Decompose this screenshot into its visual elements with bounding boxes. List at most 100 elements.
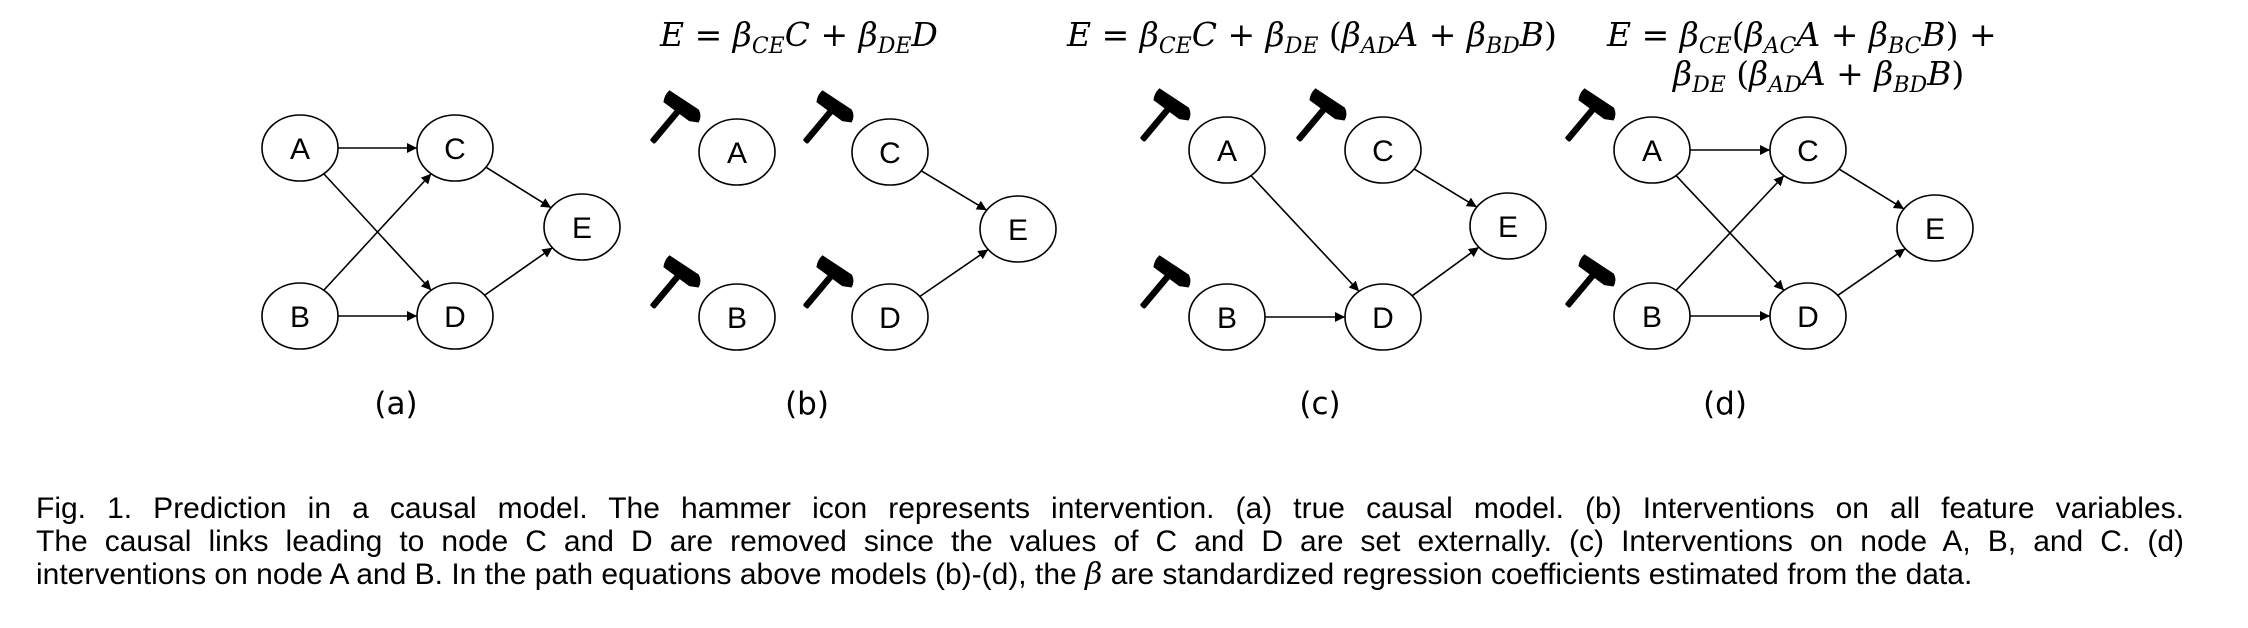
equation-term: β bbox=[1678, 15, 1699, 54]
equation-term: ) + bbox=[1946, 15, 1997, 54]
node-a: A bbox=[698, 118, 776, 186]
path-equation-line-1: E = βCE​C + βDE​D bbox=[659, 15, 938, 59]
equation-term: E bbox=[1066, 15, 1091, 54]
caption-line-3-end: are standardized regression coefficients… bbox=[1102, 558, 1973, 591]
node-e: E bbox=[1469, 192, 1547, 260]
equation-term: β bbox=[1264, 15, 1285, 54]
node-label: B bbox=[1642, 301, 1662, 334]
edge-c-to-e bbox=[1413, 168, 1478, 208]
node-e: E bbox=[543, 193, 621, 261]
equation-term: A bbox=[1391, 15, 1418, 54]
equation-term: β bbox=[1340, 15, 1361, 54]
node-a: A bbox=[261, 114, 339, 182]
node-d: D bbox=[416, 282, 494, 350]
equation-term: β bbox=[1872, 54, 1893, 93]
edge-c-to-e bbox=[485, 166, 552, 209]
node-b: B bbox=[1613, 282, 1691, 350]
node-label: E bbox=[1925, 213, 1945, 246]
node-label: B bbox=[290, 301, 310, 334]
node-circle bbox=[1769, 116, 1847, 184]
hammer-icon bbox=[1126, 252, 1195, 322]
path-equation-line-2: βDE​ (βAD​A + βBD​B) bbox=[1671, 54, 1964, 98]
node-label: D bbox=[444, 301, 466, 334]
node-circle bbox=[1613, 116, 1691, 184]
hammer-icon bbox=[789, 252, 858, 322]
panel-label: (d) bbox=[1703, 386, 1747, 422]
node-circle bbox=[1613, 282, 1691, 350]
node-label: C bbox=[1372, 135, 1394, 168]
node-a: A bbox=[1188, 116, 1266, 184]
caption-beta-symbol: β bbox=[1085, 557, 1103, 592]
equation-term: C bbox=[785, 15, 810, 54]
equation-term: = bbox=[1091, 15, 1140, 54]
node-circle bbox=[979, 195, 1057, 263]
node-label: C bbox=[1797, 135, 1819, 168]
node-label: A bbox=[1642, 135, 1662, 168]
equation-term: β bbox=[1867, 15, 1888, 54]
equation-term: D bbox=[910, 15, 937, 54]
equation-term: = bbox=[1631, 15, 1680, 54]
equation-subscript: AD bbox=[1766, 73, 1802, 98]
equation-subscript: BD bbox=[1892, 73, 1927, 98]
node-circle bbox=[851, 283, 929, 351]
node-b: B bbox=[1188, 283, 1266, 351]
edge-d-to-e bbox=[1837, 247, 1906, 297]
node-label: A bbox=[727, 137, 747, 170]
hammer-icon bbox=[1551, 251, 1620, 321]
node-label: C bbox=[879, 137, 901, 170]
equation-term: E bbox=[1606, 15, 1631, 54]
equation-term: B bbox=[1920, 15, 1945, 54]
equation-subscript: DE bbox=[1284, 34, 1319, 59]
equation-term: β bbox=[1465, 15, 1486, 54]
edge-d-to-e bbox=[484, 247, 553, 296]
equation-subscript: CE bbox=[752, 34, 785, 59]
edge-d-to-e bbox=[1411, 246, 1480, 297]
equation-term: C bbox=[1192, 15, 1217, 54]
node-circle bbox=[1344, 283, 1422, 351]
node-circle bbox=[1188, 116, 1266, 184]
node-circle bbox=[261, 114, 339, 182]
hammer-icon bbox=[636, 252, 705, 322]
node-circle bbox=[1188, 283, 1266, 351]
node-e: E bbox=[979, 195, 1057, 263]
equation-term: B bbox=[1926, 54, 1951, 93]
equation-term: E bbox=[659, 15, 684, 54]
equation-term: ( bbox=[1726, 54, 1749, 93]
edge-d-to-e bbox=[919, 248, 989, 298]
node-c: C bbox=[851, 118, 929, 186]
equation-term: ) bbox=[1544, 15, 1557, 54]
node-d: D bbox=[1344, 283, 1422, 351]
node-circle bbox=[543, 193, 621, 261]
equation-term: ( bbox=[1318, 15, 1341, 54]
caption-line-2: The causal links leading to node C and D… bbox=[36, 525, 2184, 558]
node-label: E bbox=[1008, 214, 1028, 247]
equation-subscript: BC bbox=[1887, 34, 1922, 59]
node-label: A bbox=[290, 133, 310, 166]
equation-term: A bbox=[1799, 54, 1826, 93]
caption-line-3-start: interventions on node A and B. In the pa… bbox=[36, 558, 1086, 591]
node-label: D bbox=[1372, 302, 1394, 335]
node-c: C bbox=[1769, 116, 1847, 184]
edge-c-to-e bbox=[1838, 168, 1905, 210]
hammer-icon bbox=[636, 87, 705, 157]
node-b: B bbox=[698, 283, 776, 351]
equation-term: β bbox=[857, 15, 878, 54]
equation-term: + bbox=[1418, 15, 1467, 54]
node-circle bbox=[1769, 282, 1847, 350]
equation-term: ( bbox=[1732, 15, 1745, 54]
hammer-icon bbox=[1282, 85, 1351, 155]
equation-term: A bbox=[1793, 15, 1820, 54]
path-equation-line-1: E = βCE​C + βDE​ (βAD​A + βBD​B) bbox=[1066, 15, 1557, 59]
equation-subscript: CE bbox=[1699, 34, 1732, 59]
equation-term: β bbox=[1671, 54, 1692, 93]
equation-subscript: DE bbox=[1691, 73, 1726, 98]
figure-caption: Fig. 1. Prediction in a causal model. Th… bbox=[36, 492, 2184, 591]
node-label: D bbox=[1797, 301, 1819, 334]
node-label: E bbox=[572, 212, 592, 245]
node-label: B bbox=[727, 302, 747, 335]
edge-b-to-c bbox=[323, 173, 432, 291]
node-circle bbox=[261, 282, 339, 350]
